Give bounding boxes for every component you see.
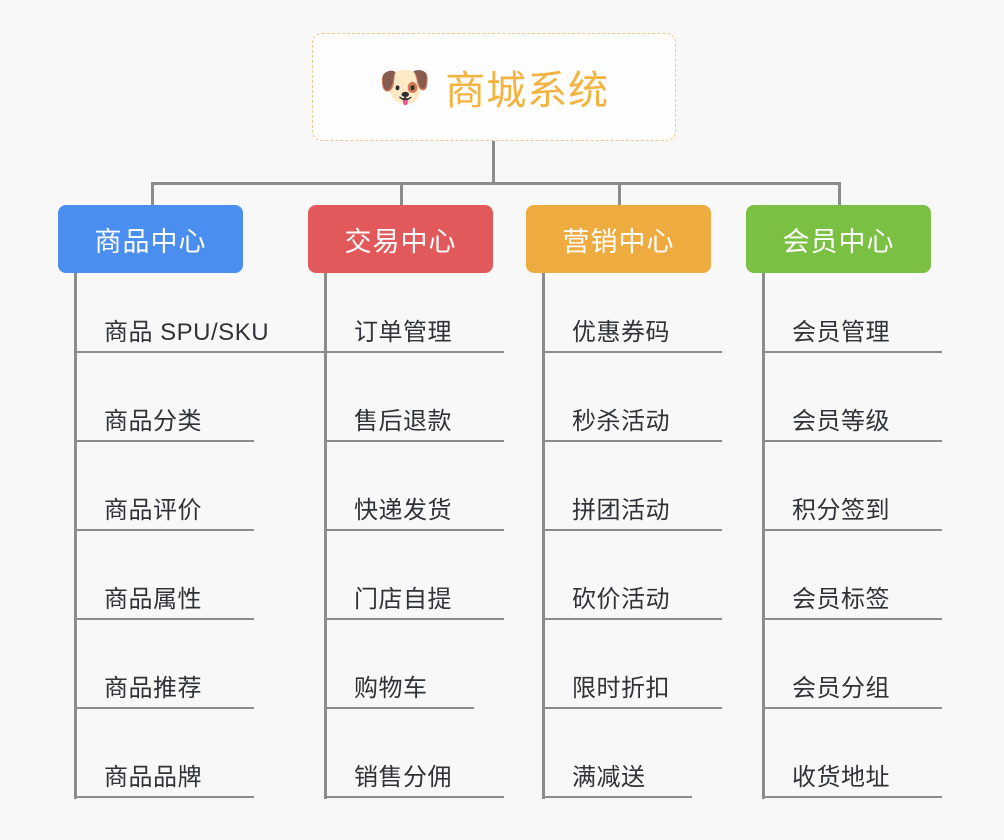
list-item-underline — [542, 440, 722, 442]
list-item-label: 门店自提 — [354, 586, 452, 613]
category-header-4-label: 会员中心 — [782, 226, 895, 257]
list-item-label: 购物车 — [354, 675, 428, 702]
connector-root-stub — [492, 141, 495, 184]
connector-drop-4 — [838, 182, 841, 207]
list-item-underline — [762, 440, 942, 442]
connector-drop-2 — [400, 182, 403, 207]
list-item-label: 订单管理 — [354, 319, 452, 346]
connector-bus — [151, 182, 841, 185]
list-item-underline — [762, 618, 942, 620]
list-item-underline — [74, 529, 254, 531]
list-item-label: 商品 SPU/SKU — [104, 319, 270, 346]
list-item-label: 收货地址 — [792, 764, 890, 791]
list-item-label: 商品属性 — [104, 586, 202, 613]
list-item-label: 商品评价 — [104, 497, 202, 524]
connector-drop-1 — [151, 182, 154, 207]
list-item-underline — [762, 351, 942, 353]
list-item-underline — [542, 351, 722, 353]
list-item-underline — [324, 351, 504, 353]
list-item-underline — [324, 440, 504, 442]
list-item-label: 售后退款 — [354, 408, 452, 435]
list-item-underline — [762, 796, 942, 798]
leaf-spine-3 — [542, 273, 545, 799]
list-item-label: 拼团活动 — [572, 497, 670, 524]
list-item-label: 优惠券码 — [572, 319, 670, 346]
list-item-underline — [324, 707, 474, 709]
category-header-1-label: 商品中心 — [94, 226, 207, 257]
list-item-label: 销售分佣 — [354, 764, 452, 791]
root-node[interactable]: 🐶 商城系统 — [312, 33, 676, 141]
list-item-label: 秒杀活动 — [572, 408, 670, 435]
category-header-1[interactable]: 商品中心 — [58, 205, 243, 273]
list-item-label: 会员等级 — [792, 408, 890, 435]
list-item-label: 商品品牌 — [104, 764, 202, 791]
list-item-label: 积分签到 — [792, 497, 890, 524]
list-item-underline — [74, 796, 254, 798]
dog-face-icon: 🐶 — [378, 63, 432, 110]
leaf-spine-4 — [762, 273, 765, 799]
list-item-underline — [74, 707, 254, 709]
list-item-underline — [324, 529, 504, 531]
list-item-label: 商品推荐 — [104, 675, 202, 702]
list-item-underline — [74, 351, 324, 353]
list-item-label: 限时折扣 — [572, 675, 670, 702]
list-item-label: 满减送 — [572, 764, 646, 791]
category-header-2[interactable]: 交易中心 — [308, 205, 493, 273]
list-item-label: 会员分组 — [792, 675, 890, 702]
category-header-2-label: 交易中心 — [344, 226, 457, 257]
list-item-underline — [74, 618, 254, 620]
list-item-label: 砍价活动 — [572, 586, 670, 613]
list-item-underline — [542, 618, 722, 620]
leaf-spine-2 — [324, 273, 327, 799]
category-header-3-label: 营销中心 — [562, 226, 675, 257]
list-item-underline — [762, 529, 942, 531]
connector-drop-3 — [618, 182, 621, 207]
category-header-4[interactable]: 会员中心 — [746, 205, 931, 273]
list-item-underline — [542, 707, 722, 709]
list-item-underline — [542, 796, 692, 798]
list-item-underline — [762, 707, 942, 709]
list-item-underline — [324, 618, 504, 620]
list-item-underline — [74, 440, 254, 442]
list-item-underline — [324, 796, 504, 798]
leaf-spine-1 — [74, 273, 77, 799]
list-item-label: 会员标签 — [792, 586, 890, 613]
list-item-underline — [542, 529, 722, 531]
list-item-label: 快递发货 — [354, 497, 452, 524]
list-item-label: 商品分类 — [104, 408, 202, 435]
list-item-label: 会员管理 — [792, 319, 890, 346]
root-title: 商城系统 — [445, 69, 610, 113]
category-header-3[interactable]: 营销中心 — [526, 205, 711, 273]
